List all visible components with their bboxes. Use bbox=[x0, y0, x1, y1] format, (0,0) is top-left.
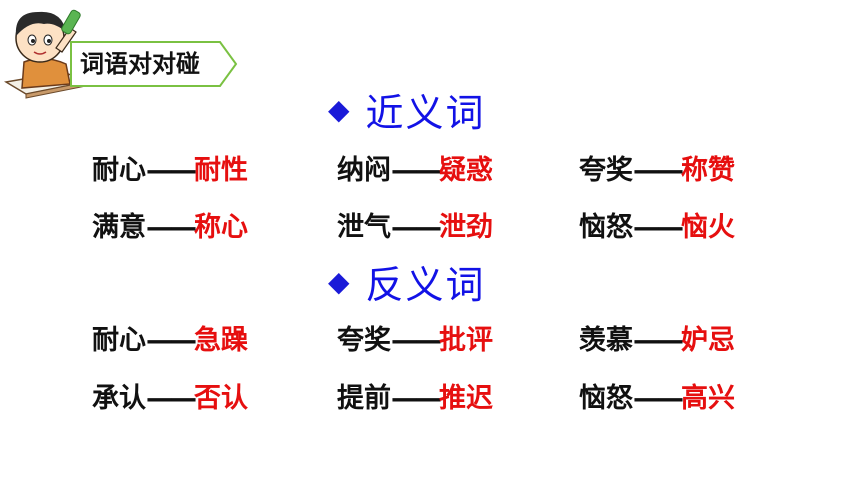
diamond-bullet-icon: ◆ bbox=[328, 265, 352, 298]
word-pair: 夸奖——称赞 bbox=[579, 151, 735, 191]
antonyms-heading: ◆ 反义词 bbox=[328, 254, 486, 309]
section-tag-label: 词语对对碰 bbox=[80, 50, 200, 78]
dash: —— bbox=[633, 325, 684, 356]
boy-reading-illustration bbox=[4, 9, 89, 99]
word: 夸奖 bbox=[579, 155, 633, 186]
synonym-row-2: 满意——称心 泄气——泄劲 恼怒——恼火 bbox=[92, 208, 832, 248]
word: 提前 bbox=[337, 383, 391, 414]
section-badge: 词语对对碰 bbox=[0, 0, 250, 100]
word: 夸奖 bbox=[337, 325, 391, 356]
dash: —— bbox=[633, 155, 684, 186]
word-pair: 耐心——急躁 bbox=[92, 321, 248, 361]
word: 恼怒 bbox=[579, 383, 633, 414]
dash: —— bbox=[146, 325, 197, 356]
antonym-row-1: 耐心——急躁 夸奖——批评 羡慕——妒忌 bbox=[92, 321, 832, 361]
dash: —— bbox=[391, 155, 442, 186]
word-pair: 泄气——泄劲 bbox=[337, 208, 493, 248]
word: 泄气 bbox=[337, 212, 391, 243]
antonym-row-2: 承认——否认 提前——推迟 恼怒——高兴 bbox=[92, 379, 832, 419]
word-pair: 提前——推迟 bbox=[337, 379, 493, 419]
tag-frame bbox=[70, 41, 238, 87]
answer-word: 恼火 bbox=[681, 212, 735, 243]
word: 耐心 bbox=[92, 155, 146, 186]
dash: —— bbox=[633, 383, 684, 414]
answer-word: 疑惑 bbox=[439, 155, 493, 186]
word-pair: 满意——称心 bbox=[92, 208, 248, 248]
dash: —— bbox=[146, 155, 197, 186]
word-pair: 羡慕——妒忌 bbox=[579, 321, 735, 361]
word-pair: 承认——否认 bbox=[92, 379, 248, 419]
word: 满意 bbox=[92, 212, 146, 243]
answer-word: 耐性 bbox=[194, 155, 248, 186]
synonym-row-1: 耐心——耐性 纳闷——疑惑 夸奖——称赞 bbox=[92, 151, 832, 191]
dash: —— bbox=[391, 325, 442, 356]
answer-word: 推迟 bbox=[439, 383, 493, 414]
word: 恼怒 bbox=[579, 212, 633, 243]
word-pair: 夸奖——批评 bbox=[337, 321, 493, 361]
word: 承认 bbox=[92, 383, 146, 414]
answer-word: 称心 bbox=[194, 212, 248, 243]
word: 耐心 bbox=[92, 325, 146, 356]
answer-word: 急躁 bbox=[194, 325, 248, 356]
section-tag: 词语对对碰 bbox=[70, 41, 238, 87]
word-pair: 恼怒——高兴 bbox=[579, 379, 735, 419]
answer-word: 批评 bbox=[439, 325, 493, 356]
answer-word: 否认 bbox=[194, 383, 248, 414]
word: 纳闷 bbox=[337, 155, 391, 186]
answer-word: 泄劲 bbox=[439, 212, 493, 243]
word-pair: 纳闷——疑惑 bbox=[337, 151, 493, 191]
synonyms-heading: ◆ 近义词 bbox=[328, 82, 486, 137]
dash: —— bbox=[391, 212, 442, 243]
diamond-bullet-icon: ◆ bbox=[328, 93, 352, 126]
word-pair: 耐心——耐性 bbox=[92, 151, 248, 191]
synonyms-heading-text: 近义词 bbox=[365, 91, 486, 135]
answer-word: 高兴 bbox=[681, 383, 735, 414]
dash: —— bbox=[391, 383, 442, 414]
dash: —— bbox=[633, 212, 684, 243]
antonyms-heading-text: 反义词 bbox=[365, 263, 486, 307]
word-pair: 恼怒——恼火 bbox=[579, 208, 735, 248]
dash: —— bbox=[146, 383, 197, 414]
answer-word: 称赞 bbox=[681, 155, 735, 186]
answer-word: 妒忌 bbox=[681, 325, 735, 356]
dash: —— bbox=[146, 212, 197, 243]
word: 羡慕 bbox=[579, 325, 633, 356]
